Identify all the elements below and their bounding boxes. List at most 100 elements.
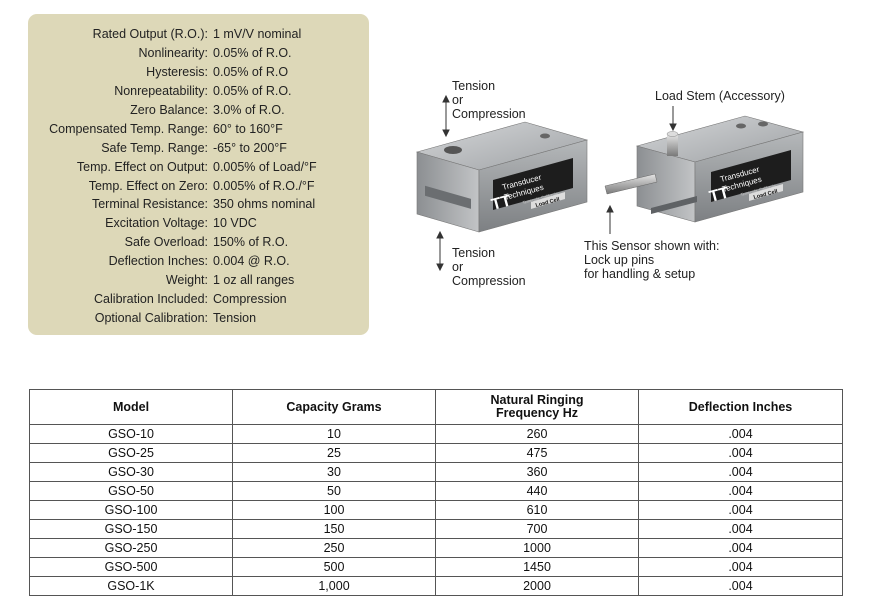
header-line: Frequency Hz <box>496 406 578 420</box>
spec-label: Zero Balance: <box>130 103 208 117</box>
label-line: or <box>452 260 464 274</box>
cell-capacity: 1,000 <box>232 576 436 596</box>
spec-value: 350 ohms nominal <box>213 197 316 212</box>
spec-row: Compensated Temp. Range:60° to 160°F <box>28 119 369 138</box>
cell-capacity: 25 <box>232 443 436 463</box>
cell-deflection: .004 <box>638 443 843 463</box>
cell-capacity: 50 <box>232 481 436 501</box>
cell-deflection: .004 <box>638 500 843 520</box>
spec-label: Rated Output (R.O.): <box>92 27 208 42</box>
spec-row: Terminal Resistance: 350 ohms nominal <box>28 195 369 214</box>
lock-pin-arrow-icon <box>606 204 614 234</box>
spec-row: Deflection Inches: 0.004 @ R.O. <box>28 252 369 271</box>
bottom-motion-label: Tension or Compression <box>452 246 526 288</box>
spec-row: Temp. Effect on Zero: 0.005% of R.O./°F <box>28 176 369 195</box>
bottom-double-arrow-icon <box>436 230 444 272</box>
note-line: Lock up pins <box>584 253 655 267</box>
cell-model: GSO-10 <box>29 424 233 444</box>
spec-value: 0.005% of Load/°F <box>213 159 317 174</box>
load-stem-label: Load Stem (Accessory) <box>655 89 785 103</box>
cell-frequency: 700 <box>435 519 639 539</box>
spec-value: 150% of R.O. <box>213 235 289 250</box>
spec-row: Nonrepeatability: 0.05% of R.O. <box>28 82 369 101</box>
cell-frequency: 360 <box>435 462 639 482</box>
spec-row: Calibration Included:Compression <box>28 289 369 308</box>
tt-logo-icon: TT <box>708 184 731 206</box>
cell-capacity: 100 <box>232 500 436 520</box>
spec-row: Temp. Effect on Output: 0.005% of Load/°F <box>28 157 369 176</box>
spec-value: 10 VDC <box>213 216 257 231</box>
cell-model: GSO-30 <box>29 462 233 482</box>
label-line: Tension <box>452 246 496 260</box>
cell-frequency: 440 <box>435 481 639 501</box>
spec-label: Hysteresis: <box>146 65 208 80</box>
spec-label: Temp. Effect on Output: <box>76 159 208 174</box>
spec-row: Nonlinearity: 0.05% of R.O. <box>28 44 369 63</box>
cell-model: GSO-1K <box>29 576 233 596</box>
header-line: Capacity Grams <box>286 399 382 414</box>
spec-label: Nonrepeatability: <box>114 84 208 99</box>
cell-deflection: .004 <box>638 538 843 558</box>
spec-value: 0.05% of R.O. <box>213 46 292 61</box>
cell-deflection: .004 <box>638 519 843 539</box>
spec-row: Rated Output (R.O.):1 mV/V nominal <box>28 25 369 44</box>
cell-model: GSO-150 <box>29 519 233 539</box>
spec-value: Compression <box>213 291 287 306</box>
header-line: Natural Ringing <box>490 393 584 407</box>
spec-label: Nonlinearity: <box>138 46 208 61</box>
cell-frequency: 610 <box>435 500 639 520</box>
column-header-model: Model <box>29 389 233 425</box>
note-line: This Sensor shown with: <box>584 239 720 253</box>
spec-label: Optional Calibration: <box>94 310 208 325</box>
spec-label: Safe Overload: <box>124 235 208 250</box>
tt-logo-icon: TT <box>490 192 513 214</box>
cell-deflection: .004 <box>638 557 843 577</box>
spec-value: 0.05% of R.O. <box>213 84 292 99</box>
right-load-cell: Transducer Techniques Temecula, Californ… <box>604 115 805 223</box>
spec-row: Optional Calibration: Tension <box>28 308 369 327</box>
cell-capacity: 250 <box>232 538 436 558</box>
cell-capacity: 500 <box>232 557 436 577</box>
spec-row: Zero Balance: 3.0% of R.O. <box>28 101 369 120</box>
cell-frequency: 475 <box>435 443 639 463</box>
spec-label: Safe Temp. Range: <box>101 140 208 155</box>
cell-deflection: .004 <box>638 462 843 482</box>
cell-frequency: 2000 <box>435 576 639 596</box>
spec-value: 3.0% of R.O. <box>213 103 285 117</box>
column-header-deflection: Deflection Inches <box>638 389 843 425</box>
lock-pin-icon <box>604 173 658 195</box>
spec-label: Compensated Temp. Range: <box>49 121 208 136</box>
cell-frequency: 260 <box>435 424 639 444</box>
label-line: Compression <box>452 274 526 288</box>
spec-row: Safe Overload: 150% of R.O. <box>28 233 369 252</box>
spec-label: Temp. Effect on Zero: <box>88 178 208 193</box>
label-line: Tension <box>452 79 496 93</box>
load-cell-illustration: Transducer Techniques Temecula, Californ… <box>415 94 805 272</box>
spec-value: Tension <box>213 310 257 325</box>
spec-value: 0.05% of R.O <box>213 65 289 80</box>
sensor-note: This Sensor shown with: Lock up pins for… <box>584 239 719 281</box>
cell-model: GSO-50 <box>29 481 233 501</box>
spec-value: 1 oz all ranges <box>213 273 295 288</box>
cell-deflection: .004 <box>638 576 843 596</box>
load-stem-icon <box>667 134 678 156</box>
spec-value: 0.005% of R.O./°F <box>213 178 315 193</box>
spec-label: Weight: <box>165 273 208 288</box>
spec-value: 0.004 @ R.O. <box>213 254 290 269</box>
spec-label: Excitation Voltage: <box>105 216 208 231</box>
spec-row: Weight: 1 oz all ranges <box>28 271 369 290</box>
cell-frequency: 1450 <box>435 557 639 577</box>
spec-label: Deflection Inches: <box>108 254 208 269</box>
spec-label: Terminal Resistance: <box>91 197 208 212</box>
specifications-panel: Rated Output (R.O.):1 mV/V nominal Nonli… <box>28 14 369 335</box>
header-line: Deflection Inches <box>688 399 793 414</box>
